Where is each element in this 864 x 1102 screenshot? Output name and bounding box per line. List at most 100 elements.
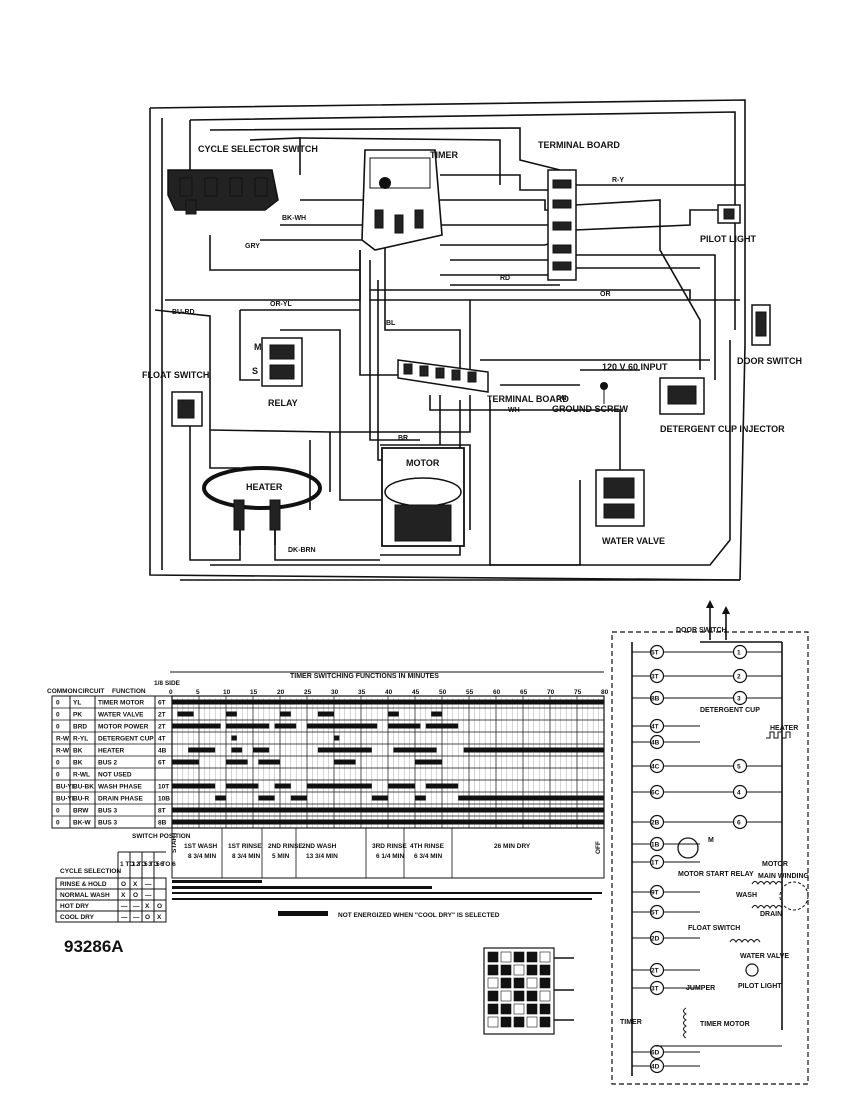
row-common-7: BU-YL [56,784,76,791]
cycle-row-0: RINSE & HOLD [60,881,107,888]
header-function: FUNCTION [112,688,146,695]
relay-m-label: M [254,342,262,352]
header-side: 1/8 SIDE [154,680,181,687]
wire-code-3: RD [500,275,510,282]
sch-terminal-4c-5: 4C [651,764,660,771]
minute-label-6: 30 [331,689,339,696]
sch-terminal-3t-14: 3T [651,986,659,993]
minute-label-10: 50 [439,689,447,696]
sch-terminal-2t-13: 2T [651,968,659,975]
row-circuit-9: BRW [73,808,89,815]
cycle-mark-3-1: — [133,914,140,921]
timer-bar-7-5 [425,783,459,789]
switch-position-0: 1 TO 2 [120,861,140,868]
minute-label-3: 15 [250,689,258,696]
timer-bar-1-2 [280,711,291,717]
timer-bar-1-0 [177,711,194,717]
wire-code-8: GN [556,395,567,402]
detergent-cup-injector-unit [659,377,705,415]
wire-code-0: R-Y [612,177,624,184]
timer-bar-4-0 [188,747,216,753]
row-function-1: WATER VALVE [98,712,144,719]
row-circuit-3: R-YL [73,736,88,743]
sch-terminal-6c-6: 6C [651,790,660,797]
phase-5-line1: 4TH RINSE [410,843,445,850]
cycle-row-1: NORMAL WASH [60,892,110,899]
minute-label-2: 10 [223,689,231,696]
ground-screw-label: GROUND SCREW [552,404,629,414]
sch-main-winding-label: MAIN WINDING [758,873,809,880]
cycle-mark-0-2: — [145,881,152,888]
sch-terminal-4b-4: 4B [651,740,660,747]
sch-right-terminal-2: 2 [737,674,741,681]
sch-terminal-5t-0: 5T [651,650,659,657]
sch-right-terminal-3: 3 [737,696,741,703]
row-function-0: TIMER MOTOR [98,700,144,707]
phase-0-line1: 1ST WASH [184,843,218,850]
terminal-board-top-label: TERMINAL BOARD [538,140,620,150]
timer-bar-2-4 [388,723,421,729]
wire-code-2: GRY [245,243,260,250]
minute-label-15: 75 [574,689,582,696]
wire-code-11: DK-BRN [288,547,316,554]
timer-bar-4-5 [463,747,604,753]
sch-terminal-2d-12: 2D [651,936,660,943]
wiring-diagram: CYCLE SELECTOR SWITCH TIMER TERMINAL BOA… [142,99,802,581]
model-number: 93286A [64,937,124,956]
timer-cam-grid [483,947,574,1035]
sch-right-terminal-5: 5 [737,764,741,771]
row-common-9: 0 [56,808,60,815]
cycle-mark-2-1: — [133,903,140,910]
row-function-5: BUS 2 [98,760,118,767]
cycle-row-2: HOT DRY [60,903,90,910]
timer-bar-9-0 [172,807,604,813]
minute-label-8: 40 [385,689,393,696]
sch-right-terminal-1: 1 [737,650,741,657]
timer-bar-7-3 [307,783,372,789]
timer-bars [172,699,604,825]
cycle-mark-2-2: X [145,903,150,910]
row-common-4: R-W [56,748,70,755]
detergent-cup-injector-label: DETERGENT CUP INJECTOR [660,424,785,434]
terminal-board-unit [397,359,489,393]
phase-3-line1: 2ND WASH [302,843,337,850]
timer-bar-2-5 [425,723,459,729]
water-valve-label: WATER VALVE [602,536,665,546]
timer-bar-5-3 [334,759,356,765]
sch-door-switch-label: DOOR SWITCH [676,627,727,634]
ground-screw-unit [600,382,608,404]
pilot-light-label: PILOT LIGHT [700,234,756,244]
row-common-6: 0 [56,772,60,779]
timer-bar-10-0 [172,819,604,825]
row-common-5: 0 [56,760,60,767]
float-switch-unit [171,391,203,427]
row-circuit-2: BRD [73,724,87,731]
timer-bar-8-2 [290,795,307,801]
input-label: 120 V 60 INPUT [602,362,668,372]
minute-label-4: 20 [277,689,285,696]
row-term-4: 4B [158,748,167,755]
phase-0-line2: 8 3/4 MIN [188,853,216,860]
row-function-4: HEATER [98,748,125,755]
timer-chart-title: TIMER SWITCHING FUNCTIONS IN MINUTES [290,673,439,680]
sch-timer-label: TIMER [620,1019,642,1026]
heater-element [202,466,322,545]
timer-bar-4-2 [253,747,270,753]
row-circuit-7: BU-BK [73,784,94,791]
cycle-mark-0-1: X [133,881,138,888]
cycle-mark-2-0: — [121,903,128,910]
sch-detergent-cup-label: DETERGENT CUP [700,707,760,714]
row-term-3: 4T [158,736,166,743]
switch-position-3: 5 TO 6 [156,861,176,868]
row-circuit-4: BK [73,748,83,755]
timer-bar-8-4 [415,795,426,801]
ladder-schematic: DOOR SWITCH 5T3T8B4T4B4C6C2B1B1T9T5T2D2T… [611,600,809,1085]
sch-drain-label: DRAIN [760,911,782,918]
row-common-3: R-W [56,736,70,743]
wire-code-1: BK-WH [282,215,306,222]
wire-code-4: BL [386,320,396,327]
row-term-9: 8T [158,808,166,815]
row-circuit-1: PK [73,712,82,719]
minute-label-7: 35 [358,689,366,696]
